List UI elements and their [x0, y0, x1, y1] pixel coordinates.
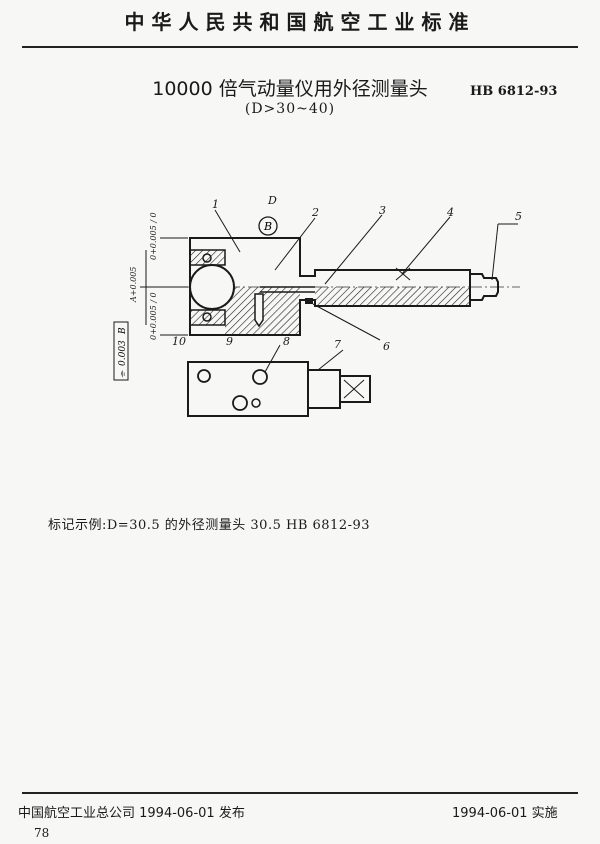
technical-drawing: 1 2 3 4 5 6 7 8 9 10 D B 0+0.005 / 0 A+0… — [113, 194, 522, 417]
tolerance-value: 0.003 — [118, 340, 128, 366]
dimension-D: D — [267, 194, 277, 207]
nozzle-outline — [470, 273, 499, 301]
document-subtitle: (D>30~40) — [244, 101, 336, 117]
dim-A: A+0.005 — [129, 267, 138, 303]
bottom-view-body — [187, 361, 309, 417]
tolerance-datum: B — [118, 327, 128, 335]
part-label-9: 9 — [226, 335, 233, 348]
header-rule — [22, 46, 578, 48]
effective-date: 1994-06-01 实施 — [452, 806, 558, 821]
issue-date: 中国航空工业总公司 1994-06-01 发布 — [18, 806, 245, 821]
footer-rule — [22, 792, 578, 794]
part-label-4: 4 — [446, 206, 454, 219]
page-number: 78 — [34, 826, 50, 840]
measuring-ball — [189, 264, 235, 310]
standard-number: HB 6812-93 — [470, 84, 558, 99]
part-label-5: 5 — [515, 210, 522, 223]
part-label-10: 10 — [172, 335, 186, 348]
marking-example: 标记示例:D=30.5 的外径测量头 30.5 HB 6812-93 — [48, 518, 371, 533]
knurl-mark — [395, 267, 411, 281]
datum-B-circle — [258, 216, 278, 236]
dim-bottom: 0+0.005 / 0 — [149, 292, 158, 340]
tolerance-symbol: ⌯ — [118, 370, 128, 378]
part-label-1: 1 — [212, 198, 219, 211]
part-label-8: 8 — [283, 335, 290, 348]
part-label-7: 7 — [334, 338, 341, 351]
tolerance-frame — [113, 321, 129, 381]
part-label-3: 3 — [379, 204, 386, 217]
standard-header: 中华人民共和国航空工业标准 — [124, 10, 476, 34]
dim-top: 0+0.005 / 0 — [149, 212, 158, 260]
document-title: 10000 倍气动量仪用外径测量头 — [152, 78, 428, 100]
datum-B: B — [263, 220, 272, 233]
shank-section-hatch — [315, 287, 470, 306]
part-label-6: 6 — [383, 340, 390, 353]
part-label-2: 2 — [311, 206, 319, 219]
